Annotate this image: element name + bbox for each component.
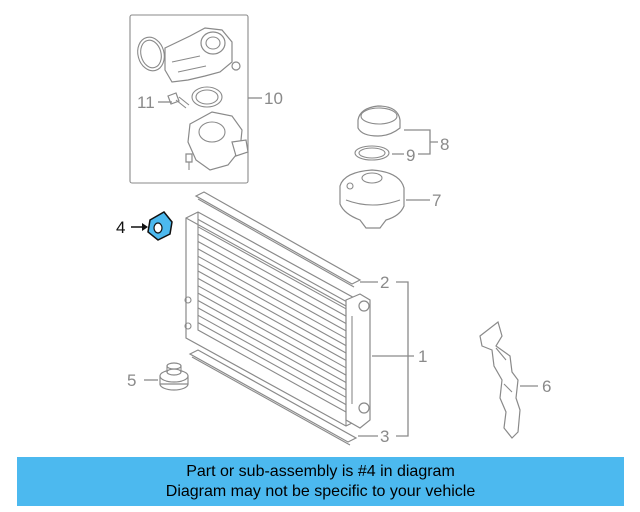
callout-4: 4 bbox=[116, 218, 125, 237]
radiator-fin-line bbox=[197, 307, 347, 391]
lower-air-seal[interactable] bbox=[188, 349, 358, 446]
coolant-flange-assembly[interactable] bbox=[129, 14, 249, 184]
side-air-guide[interactable] bbox=[479, 320, 521, 439]
radiator-mount-part-4[interactable] bbox=[147, 211, 173, 241]
radiator-fin-line bbox=[197, 226, 347, 310]
banner-line-1: Part or sub-assembly is #4 in diagram bbox=[186, 462, 455, 480]
radiator-fin-line bbox=[197, 248, 347, 332]
radiator-fin-line bbox=[197, 255, 347, 339]
info-banner: Part or sub-assembly is #4 in diagram Di… bbox=[17, 457, 624, 506]
callout-11: 11 bbox=[137, 93, 155, 112]
radiator-fin-line bbox=[197, 241, 347, 324]
radiator-fin-line bbox=[197, 322, 347, 406]
radiator[interactable] bbox=[184, 211, 371, 429]
expansion-tank[interactable] bbox=[339, 169, 405, 229]
reservoir-cap[interactable] bbox=[357, 105, 401, 137]
radiator-fin-line bbox=[197, 263, 347, 347]
callout-5: 5 bbox=[127, 371, 136, 390]
callout-6: 6 bbox=[542, 377, 551, 396]
radiator-fin-line bbox=[197, 270, 347, 354]
radiator-fin-line bbox=[197, 292, 347, 376]
cap-seal-ring[interactable] bbox=[354, 145, 390, 161]
callout-9: 9 bbox=[406, 146, 415, 165]
callout-8: 8 bbox=[440, 135, 449, 154]
radiator-fin-line bbox=[197, 300, 347, 383]
callout-1: 1 bbox=[418, 347, 427, 366]
callout-10: 10 bbox=[264, 89, 283, 108]
radiator-fin-line bbox=[197, 285, 347, 369]
radiator-fin-line bbox=[197, 218, 347, 302]
callout-2: 2 bbox=[380, 273, 389, 292]
radiator-fin-line bbox=[197, 314, 347, 398]
callout-7: 7 bbox=[432, 191, 441, 210]
upper-air-seal[interactable] bbox=[194, 191, 362, 288]
callout-3: 3 bbox=[380, 427, 389, 446]
banner-line-2: Diagram may not be specific to your vehi… bbox=[165, 482, 476, 500]
radiator-fin-line bbox=[197, 233, 347, 317]
rubber-mount[interactable] bbox=[159, 362, 189, 391]
radiator-fin-line bbox=[197, 277, 347, 361]
